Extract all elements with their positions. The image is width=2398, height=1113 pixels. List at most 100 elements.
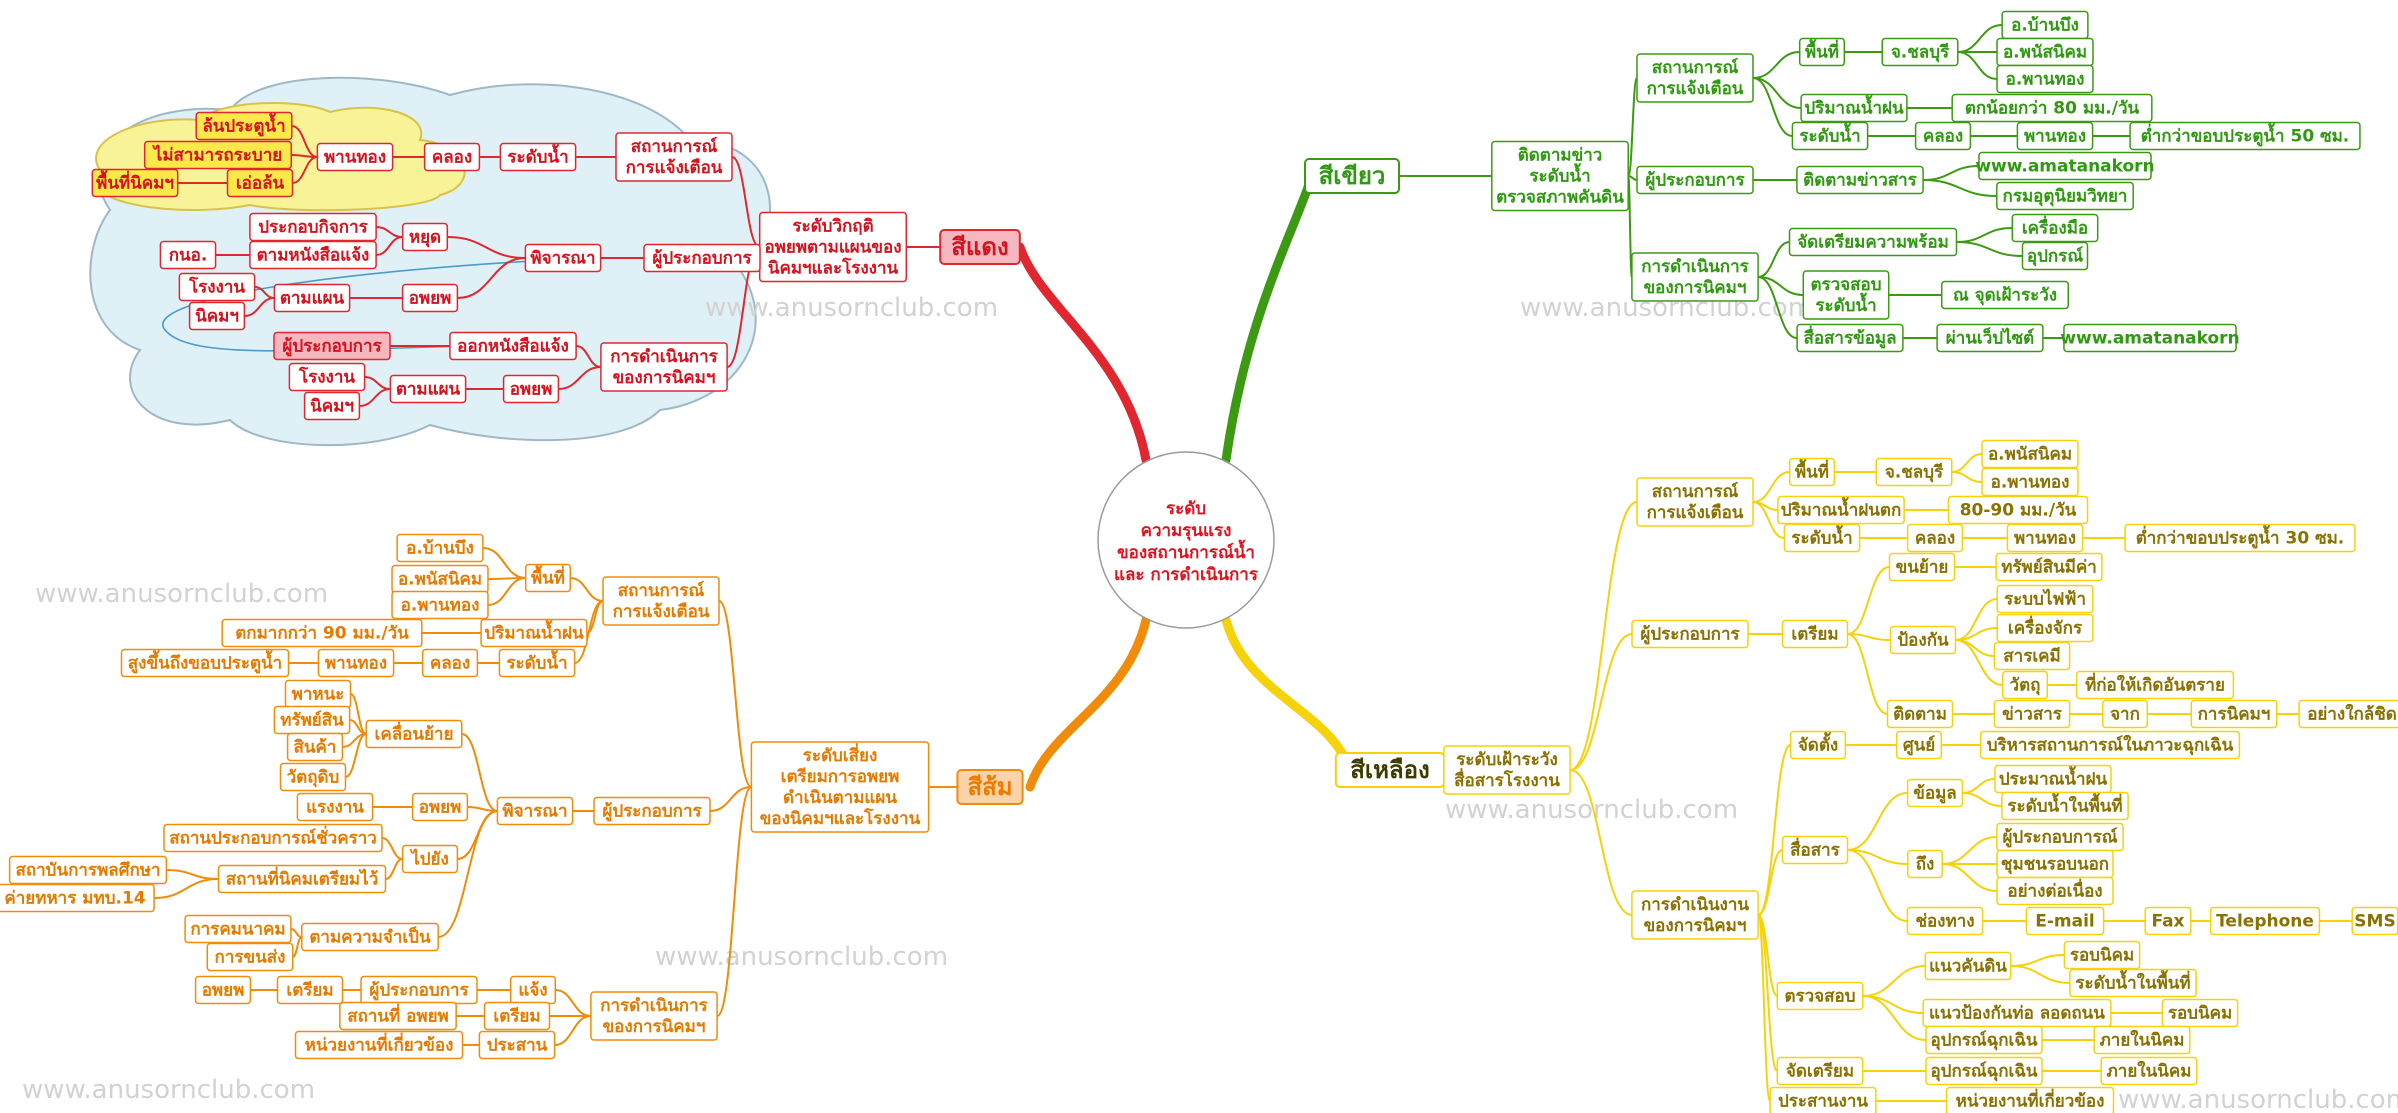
topic-node[interactable]: นิคมฯ bbox=[303, 391, 361, 421]
topic-node[interactable]: www.amatanakorn bbox=[2060, 323, 2240, 353]
topic-node[interactable]: พื้นที่ bbox=[524, 563, 572, 593]
topic-node[interactable]: ผู้ประกอบการ bbox=[1631, 619, 1749, 649]
topic-node[interactable]: 80-90 มม./วัน bbox=[1947, 495, 2089, 525]
topic-node[interactable]: อุปกรณ์ฉุกเฉิน bbox=[1925, 1025, 2043, 1055]
orange-branch-subtopic[interactable]: ระดับเสี่ยงเตรียมการอพยพดำเนินตามแผนของน… bbox=[750, 741, 930, 833]
topic-node[interactable]: อ.บ้านบึง bbox=[2001, 10, 2089, 40]
topic-node[interactable]: อ.พนัสนิคม bbox=[391, 564, 489, 594]
topic-node[interactable]: พานทอง bbox=[316, 142, 394, 172]
topic-node[interactable]: อ.พานทอง bbox=[1981, 467, 2079, 497]
topic-node[interactable]: การคมนาคม bbox=[184, 914, 292, 944]
topic-node[interactable]: ข้อมูล bbox=[1906, 778, 1964, 808]
topic-node[interactable]: วัตถุดิบ bbox=[279, 762, 347, 792]
topic-node[interactable]: เครื่องมือ bbox=[2011, 213, 2099, 243]
topic-node[interactable]: โรงงาน bbox=[288, 362, 366, 392]
topic-node[interactable]: อ.พานทอง bbox=[391, 590, 489, 620]
topic-node[interactable]: ตามแผน bbox=[389, 374, 467, 404]
topic-node[interactable]: Fax bbox=[2144, 906, 2192, 936]
topic-node[interactable]: พาหนะ bbox=[284, 679, 352, 709]
topic-node[interactable]: ภายในนิคม bbox=[2100, 1056, 2198, 1086]
topic-node[interactable]: ปริมาณน้ำฝน bbox=[1800, 93, 1908, 123]
topic-node[interactable]: อย่างต่อเนื่อง bbox=[1996, 876, 2114, 906]
topic-node[interactable]: ตกมากกว่า 90 มม./วัน bbox=[221, 618, 423, 648]
topic-node[interactable]: กรมอุตุนิยมวิทยา bbox=[1996, 181, 2134, 211]
topic-node[interactable]: ระดับน้ำ bbox=[1791, 121, 1869, 151]
topic-node[interactable]: ผู้ประกอบการณ์ bbox=[1996, 822, 2124, 852]
topic-node[interactable]: ระดับน้ำในพื้นที่ bbox=[2069, 968, 2197, 998]
topic-node[interactable]: ผ่านเว็ปไซต์ bbox=[1936, 323, 2044, 353]
topic-node[interactable]: Telephone bbox=[2209, 906, 2321, 936]
topic-node[interactable]: แรงงาน bbox=[296, 792, 374, 822]
topic-node[interactable]: พื้นที่ bbox=[1788, 457, 1836, 487]
topic-node[interactable]: คลอง bbox=[1906, 523, 1964, 553]
topic-node[interactable]: ติดตาม bbox=[1886, 699, 1954, 729]
topic-node[interactable]: อุปกรณ์ bbox=[2021, 241, 2089, 271]
topic-node[interactable]: แนวคันดิน bbox=[1924, 951, 2012, 981]
topic-node[interactable]: ช่องทาง bbox=[1906, 906, 1984, 936]
topic-node[interactable]: จาก bbox=[2101, 699, 2149, 729]
topic-node[interactable]: อ.พานทอง bbox=[1996, 64, 2094, 94]
topic-node[interactable]: รอบนิคม bbox=[2063, 940, 2141, 970]
topic-node[interactable]: เตรียม bbox=[1781, 619, 1849, 649]
topic-node[interactable]: พานทอง bbox=[2016, 121, 2094, 151]
topic-node[interactable]: E-mail bbox=[2025, 906, 2105, 936]
topic-node[interactable]: การนิคมฯ bbox=[2190, 699, 2278, 729]
topic-node[interactable]: ประสานงาน bbox=[1769, 1086, 1877, 1113]
topic-node[interactable]: ผู้ประกอบการ bbox=[360, 975, 478, 1005]
topic-node[interactable]: ทรัพย์สินมีค่า bbox=[1995, 552, 2103, 582]
topic-node[interactable]: ประกอบกิจการ bbox=[249, 212, 377, 242]
topic-node[interactable]: ข่าวสาร bbox=[1993, 699, 2071, 729]
topic-node[interactable]: จ.ชลบุรี bbox=[1881, 37, 1959, 67]
topic-node[interactable]: หยุด bbox=[401, 222, 449, 252]
topic-node[interactable]: ผู้ประกอบการ bbox=[593, 796, 711, 826]
topic-node[interactable]: ประสาน bbox=[478, 1030, 556, 1060]
topic-node[interactable]: ถึง bbox=[1907, 849, 1943, 879]
topic-node[interactable]: วัตถุ bbox=[2001, 670, 2049, 700]
topic-node[interactable]: สถานที่นิคมเตรียมไว้ bbox=[217, 864, 387, 894]
topic-node[interactable]: คลอง bbox=[423, 142, 481, 172]
topic-node[interactable]: ทรัพย์สิน bbox=[273, 705, 351, 735]
topic-node[interactable]: ค่ายทหาร มทบ.14 bbox=[0, 883, 155, 913]
topic-node[interactable]: อ.พนัสนิคม bbox=[1996, 37, 2094, 67]
topic-node[interactable]: ระดับน้ำในพื้นที่ bbox=[2001, 791, 2129, 821]
topic-node[interactable]: พื้นที่นิคมฯ bbox=[91, 168, 179, 198]
yellow-branch-topic[interactable]: สีเหลือง bbox=[1334, 752, 1446, 788]
topic-node[interactable]: ระดับน้ำ bbox=[498, 648, 576, 678]
topic-node[interactable]: สถาบันการพลศึกษา bbox=[8, 855, 168, 885]
topic-node[interactable]: ต่ำกว่าขอบประตูน้ำ 50 ซม. bbox=[2129, 121, 2361, 151]
topic-node[interactable]: ล้นประตูน้ำ bbox=[195, 111, 293, 141]
topic-node[interactable]: สถานการณ์การแจ้งเตือน bbox=[615, 132, 733, 182]
topic-node[interactable]: ตรวจสอบ bbox=[1776, 981, 1864, 1011]
topic-node[interactable]: อ.พนัสนิคม bbox=[1981, 439, 2079, 469]
topic-node[interactable]: คลอง bbox=[1914, 121, 1972, 151]
topic-node[interactable]: พื้นที่ bbox=[1798, 37, 1846, 67]
topic-node[interactable]: www.amatanakorn bbox=[1975, 151, 2155, 181]
topic-node[interactable]: อพยพ bbox=[502, 374, 560, 404]
topic-node[interactable]: อพยพ bbox=[401, 283, 459, 313]
topic-node[interactable]: จ.ชลบุรี bbox=[1875, 457, 1953, 487]
orange-branch-topic[interactable]: สีส้ม bbox=[956, 769, 1024, 805]
topic-node[interactable]: ไปยัง bbox=[401, 844, 459, 874]
topic-node[interactable]: ผู้ประกอบการ bbox=[1636, 165, 1754, 195]
topic-node[interactable]: การขนส่ง bbox=[206, 942, 294, 972]
topic-node[interactable]: อย่างใกล้ชิด bbox=[2298, 699, 2398, 729]
topic-node[interactable]: ภายในนิคม bbox=[2093, 1025, 2191, 1055]
topic-node[interactable]: สถานการณ์การแจ้งเตือน bbox=[1636, 477, 1754, 527]
topic-node[interactable]: เคลื่อนย้าย bbox=[365, 719, 463, 749]
topic-node[interactable]: ตามแผน bbox=[273, 283, 351, 313]
topic-node[interactable]: นิคมฯ bbox=[188, 301, 246, 331]
topic-node[interactable]: ชุมชนรอบนอก bbox=[1996, 849, 2114, 879]
topic-node[interactable]: ป้องกัน bbox=[1889, 625, 1957, 655]
topic-node[interactable]: จัดตั้ง bbox=[1789, 730, 1847, 760]
topic-node[interactable]: อ.บ้านบึง bbox=[396, 533, 484, 563]
topic-node[interactable]: พานทอง bbox=[2006, 523, 2084, 553]
topic-node[interactable]: ตามหนังสือแจ้ง bbox=[249, 240, 377, 270]
topic-node[interactable]: โรงงาน bbox=[178, 272, 256, 302]
topic-node[interactable]: แจ้ง bbox=[509, 975, 557, 1005]
